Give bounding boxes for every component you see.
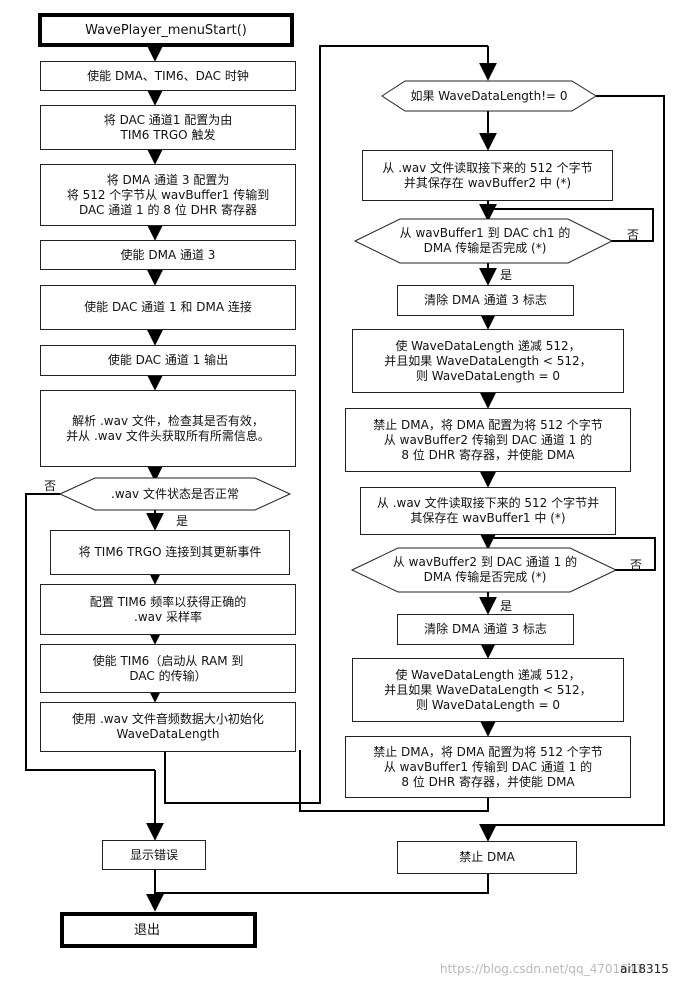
step-tim6-freq: 配置 TIM6 频率以获得正确的 .wav 采样率 (40, 584, 296, 635)
step-tim6-freq-line1: 配置 TIM6 频率以获得正确的 (89, 594, 247, 609)
wav-status-decision: .wav 文件状态是否正常 (60, 478, 290, 510)
watermark: https://blog.csdn.net/qq_4701643 (440, 962, 644, 976)
step-reconfig-dma-buffer2-line1: 禁止 DMA，将 DMA 配置为将 512 个字节 (373, 417, 603, 432)
step-decrement-2: 使 WaveDataLength 递减 512， 并且如果 WaveDataLe… (352, 658, 624, 722)
step-decrement-2-line3: 则 WaveDataLength = 0 (415, 697, 561, 712)
start-node: WavePlayer_menuStart() (38, 13, 294, 47)
step-read-to-buffer2-line1: 从 .wav 文件读取接下来的 512 个字节 (382, 160, 593, 175)
step-tim6-freq-line2: .wav 采样率 (134, 609, 202, 624)
disable-dma-label: 禁止 DMA (459, 850, 515, 864)
step-reconfig-dma-buffer1-line1: 禁止 DMA，将 DMA 配置为将 512 个字节 (373, 744, 603, 759)
figure-code: ai18315 (620, 962, 669, 976)
step-dac-trigger: 将 DAC 通道1 配置为由 TIM6 TRGO 触发 (40, 105, 296, 150)
step-tim6-trgo: 将 TIM6 TRGO 连接到其更新事件 (50, 530, 290, 575)
loop-condition-decision: 如果 WaveDataLength!= 0 (382, 81, 596, 111)
step-enable-dac-dma: 使能 DAC 通道 1 和 DMA 连接 (40, 285, 296, 330)
wav-status-yes-label: 是 (176, 514, 189, 528)
step-read-to-buffer1-line1: 从 .wav 文件读取接下来的 512 个字节并 (376, 496, 600, 510)
dma-buffer2-no-label: 否 (630, 558, 643, 572)
step-reconfig-dma-buffer2-line3: 8 位 DHR 寄存器，并使能 DMA (401, 447, 575, 462)
dma-buffer2-complete-line2: DMA 传输是否完成 (*) (423, 570, 547, 584)
dma-buffer1-yes-label: 是 (500, 268, 513, 282)
step-dma-config-line3: DAC 通道 1 的 8 位 DHR 寄存器 (79, 202, 257, 217)
wav-status-no-label: 否 (44, 479, 57, 493)
step-decrement-1-line2: 并且如果 WaveDataLength < 512， (384, 353, 592, 368)
step-enable-dma-ch3-label: 使能 DMA 通道 3 (120, 247, 216, 262)
exit-label: 退出 (134, 922, 161, 938)
loop-condition-label: 如果 WaveDataLength!= 0 (410, 88, 568, 103)
step-enable-tim6-line2: DAC 的传输） (129, 668, 207, 683)
step-reconfig-dma-buffer2-line2: 从 wavBuffer2 传输到 DAC 通道 1 的 (383, 432, 593, 447)
loop-decision-shape (381, 80, 597, 112)
step-decrement-1-line3: 则 WaveDataLength = 0 (415, 368, 561, 383)
step-read-to-buffer1: 从 .wav 文件读取接下来的 512 个字节并 其保存在 wavBuffer1… (360, 487, 616, 535)
step-dac-trigger-line1: 将 DAC 通道1 配置为由 (103, 112, 233, 127)
dma-buffer2-complete-line1: 从 wavBuffer2 到 DAC 通道 1 的 (392, 555, 578, 569)
right-decision-1-shape (353, 218, 614, 264)
dma-buffer2-yes-label: 是 (500, 599, 513, 613)
step-init-wavedatalength-line1: 使用 .wav 文件音频数据大小初始化 (72, 712, 264, 726)
dma-buffer1-complete-line1: 从 wavBuffer1 到 DAC ch1 的 (399, 226, 571, 240)
right-decision-2-shape (350, 547, 618, 593)
step-dma-config-line2: 将 512 个字节从 wavBuffer1 传输到 (66, 187, 270, 202)
step-enable-dac-dma-label: 使能 DAC 通道 1 和 DMA 连接 (84, 300, 252, 314)
exit-node: 退出 (60, 912, 257, 948)
step-reconfig-dma-buffer2: 禁止 DMA，将 DMA 配置为将 512 个字节 从 wavBuffer2 传… (345, 408, 631, 472)
dma-buffer1-complete-decision: 从 wavBuffer1 到 DAC ch1 的 DMA 传输是否完成 (*) (380, 221, 590, 261)
step-decrement-1-line1: 使 WaveDataLength 递减 512， (395, 338, 581, 353)
step-clear-flag-2-label: 清除 DMA 通道 3 标志 (424, 622, 547, 636)
step-decrement-1: 使 WaveDataLength 递减 512， 并且如果 WaveDataLe… (352, 329, 624, 393)
wav-status-decision-label: .wav 文件状态是否正常 (111, 486, 239, 501)
show-error-label: 显示错误 (129, 847, 178, 862)
step-enable-clocks-label: 使能 DMA、TIM6、DAC 时钟 (87, 68, 249, 83)
step-read-to-buffer1-line2: 其保存在 wavBuffer1 中 (*) (410, 511, 566, 525)
step-reconfig-dma-buffer1-line3: 8 位 DHR 寄存器，并使能 DMA (401, 774, 575, 789)
step-enable-dac-output-label: 使能 DAC 通道 1 输出 (107, 353, 229, 367)
step-parse-wav-line1: 解析 .wav 文件，检查其是否有效， (72, 413, 264, 428)
disable-dma-node: 禁止 DMA (397, 841, 577, 874)
step-clear-flag-2: 清除 DMA 通道 3 标志 (397, 614, 574, 645)
step-dac-trigger-line2: TIM6 TRGO 触发 (120, 127, 216, 142)
step-clear-flag-1: 清除 DMA 通道 3 标志 (397, 285, 574, 316)
step-parse-wav-line2: 并从 .wav 文件头获取所有所需信息。 (66, 428, 270, 443)
step-decrement-2-line2: 并且如果 WaveDataLength < 512， (384, 682, 592, 697)
dma-buffer1-no-label: 否 (627, 228, 640, 242)
show-error-node: 显示错误 (102, 840, 206, 870)
step-read-to-buffer2: 从 .wav 文件读取接下来的 512 个字节 并其保存在 wavBuffer2… (362, 150, 613, 201)
start-label: WavePlayer_menuStart() (85, 22, 247, 38)
step-init-wavedatalength: 使用 .wav 文件音频数据大小初始化 WaveDataLength (40, 702, 296, 752)
step-enable-clocks: 使能 DMA、TIM6、DAC 时钟 (40, 61, 296, 91)
step-clear-flag-1-label: 清除 DMA 通道 3 标志 (424, 293, 547, 307)
step-decrement-2-line1: 使 WaveDataLength 递减 512， (395, 667, 581, 682)
step-init-wavedatalength-line2: WaveDataLength (116, 727, 220, 741)
step-dma-config: 将 DMA 通道 3 配置为 将 512 个字节从 wavBuffer1 传输到… (40, 164, 296, 226)
left-decision-shape (58, 477, 292, 511)
step-enable-dac-output: 使能 DAC 通道 1 输出 (40, 345, 296, 376)
step-dma-config-line1: 将 DMA 通道 3 配置为 (106, 172, 230, 187)
step-read-to-buffer2-line2: 并其保存在 wavBuffer2 中 (*) (403, 175, 572, 190)
step-tim6-trgo-label: 将 TIM6 TRGO 连接到其更新事件 (78, 545, 262, 559)
step-enable-dma-ch3: 使能 DMA 通道 3 (40, 240, 296, 270)
dma-buffer1-complete-line2: DMA 传输是否完成 (*) (423, 241, 547, 255)
step-parse-wav: 解析 .wav 文件，检查其是否有效， 并从 .wav 文件头获取所有所需信息。 (40, 390, 296, 467)
step-enable-tim6: 使能 TIM6（启动从 RAM 到 DAC 的传输） (40, 644, 296, 693)
dma-buffer2-complete-decision: 从 wavBuffer2 到 DAC 通道 1 的 DMA 传输是否完成 (*) (378, 550, 592, 590)
step-enable-tim6-line1: 使能 TIM6（启动从 RAM 到 (92, 653, 244, 668)
step-reconfig-dma-buffer1-line2: 从 wavBuffer1 传输到 DAC 通道 1 的 (383, 759, 593, 774)
step-reconfig-dma-buffer1: 禁止 DMA，将 DMA 配置为将 512 个字节 从 wavBuffer1 传… (345, 736, 631, 798)
